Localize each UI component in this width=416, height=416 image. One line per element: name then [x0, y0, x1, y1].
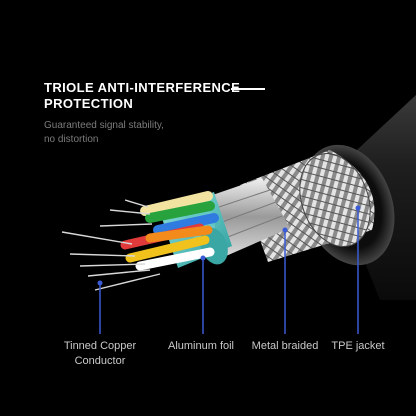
aluminum-foil-label: Aluminum foil [167, 340, 235, 352]
metal-braided-label: Metal braided [251, 340, 319, 352]
headline: TRIOLE ANTI-INTERFERENCE PROTECTION [44, 80, 284, 112]
conductor-wires [61, 191, 219, 291]
headline-line-1: TRIOLE ANTI-INTERFERENCE [44, 80, 241, 95]
copper-label-line-2: Conductor [74, 355, 126, 367]
callout-lines [97, 205, 361, 334]
headline-divider [231, 88, 265, 90]
copper-label-line-1: Tinned Copper [63, 340, 137, 352]
headline-line-2: PROTECTION [44, 96, 134, 111]
subline-line-2: no distortion [44, 134, 99, 145]
copper-conductor-label: Tinned Copper Conductor [58, 339, 142, 369]
tpe-jacket-label: TPE jacket [331, 340, 385, 352]
subline-line-1: Guaranteed signal stability, [44, 120, 164, 131]
subline: Guaranteed signal stability, no distorti… [44, 119, 224, 147]
